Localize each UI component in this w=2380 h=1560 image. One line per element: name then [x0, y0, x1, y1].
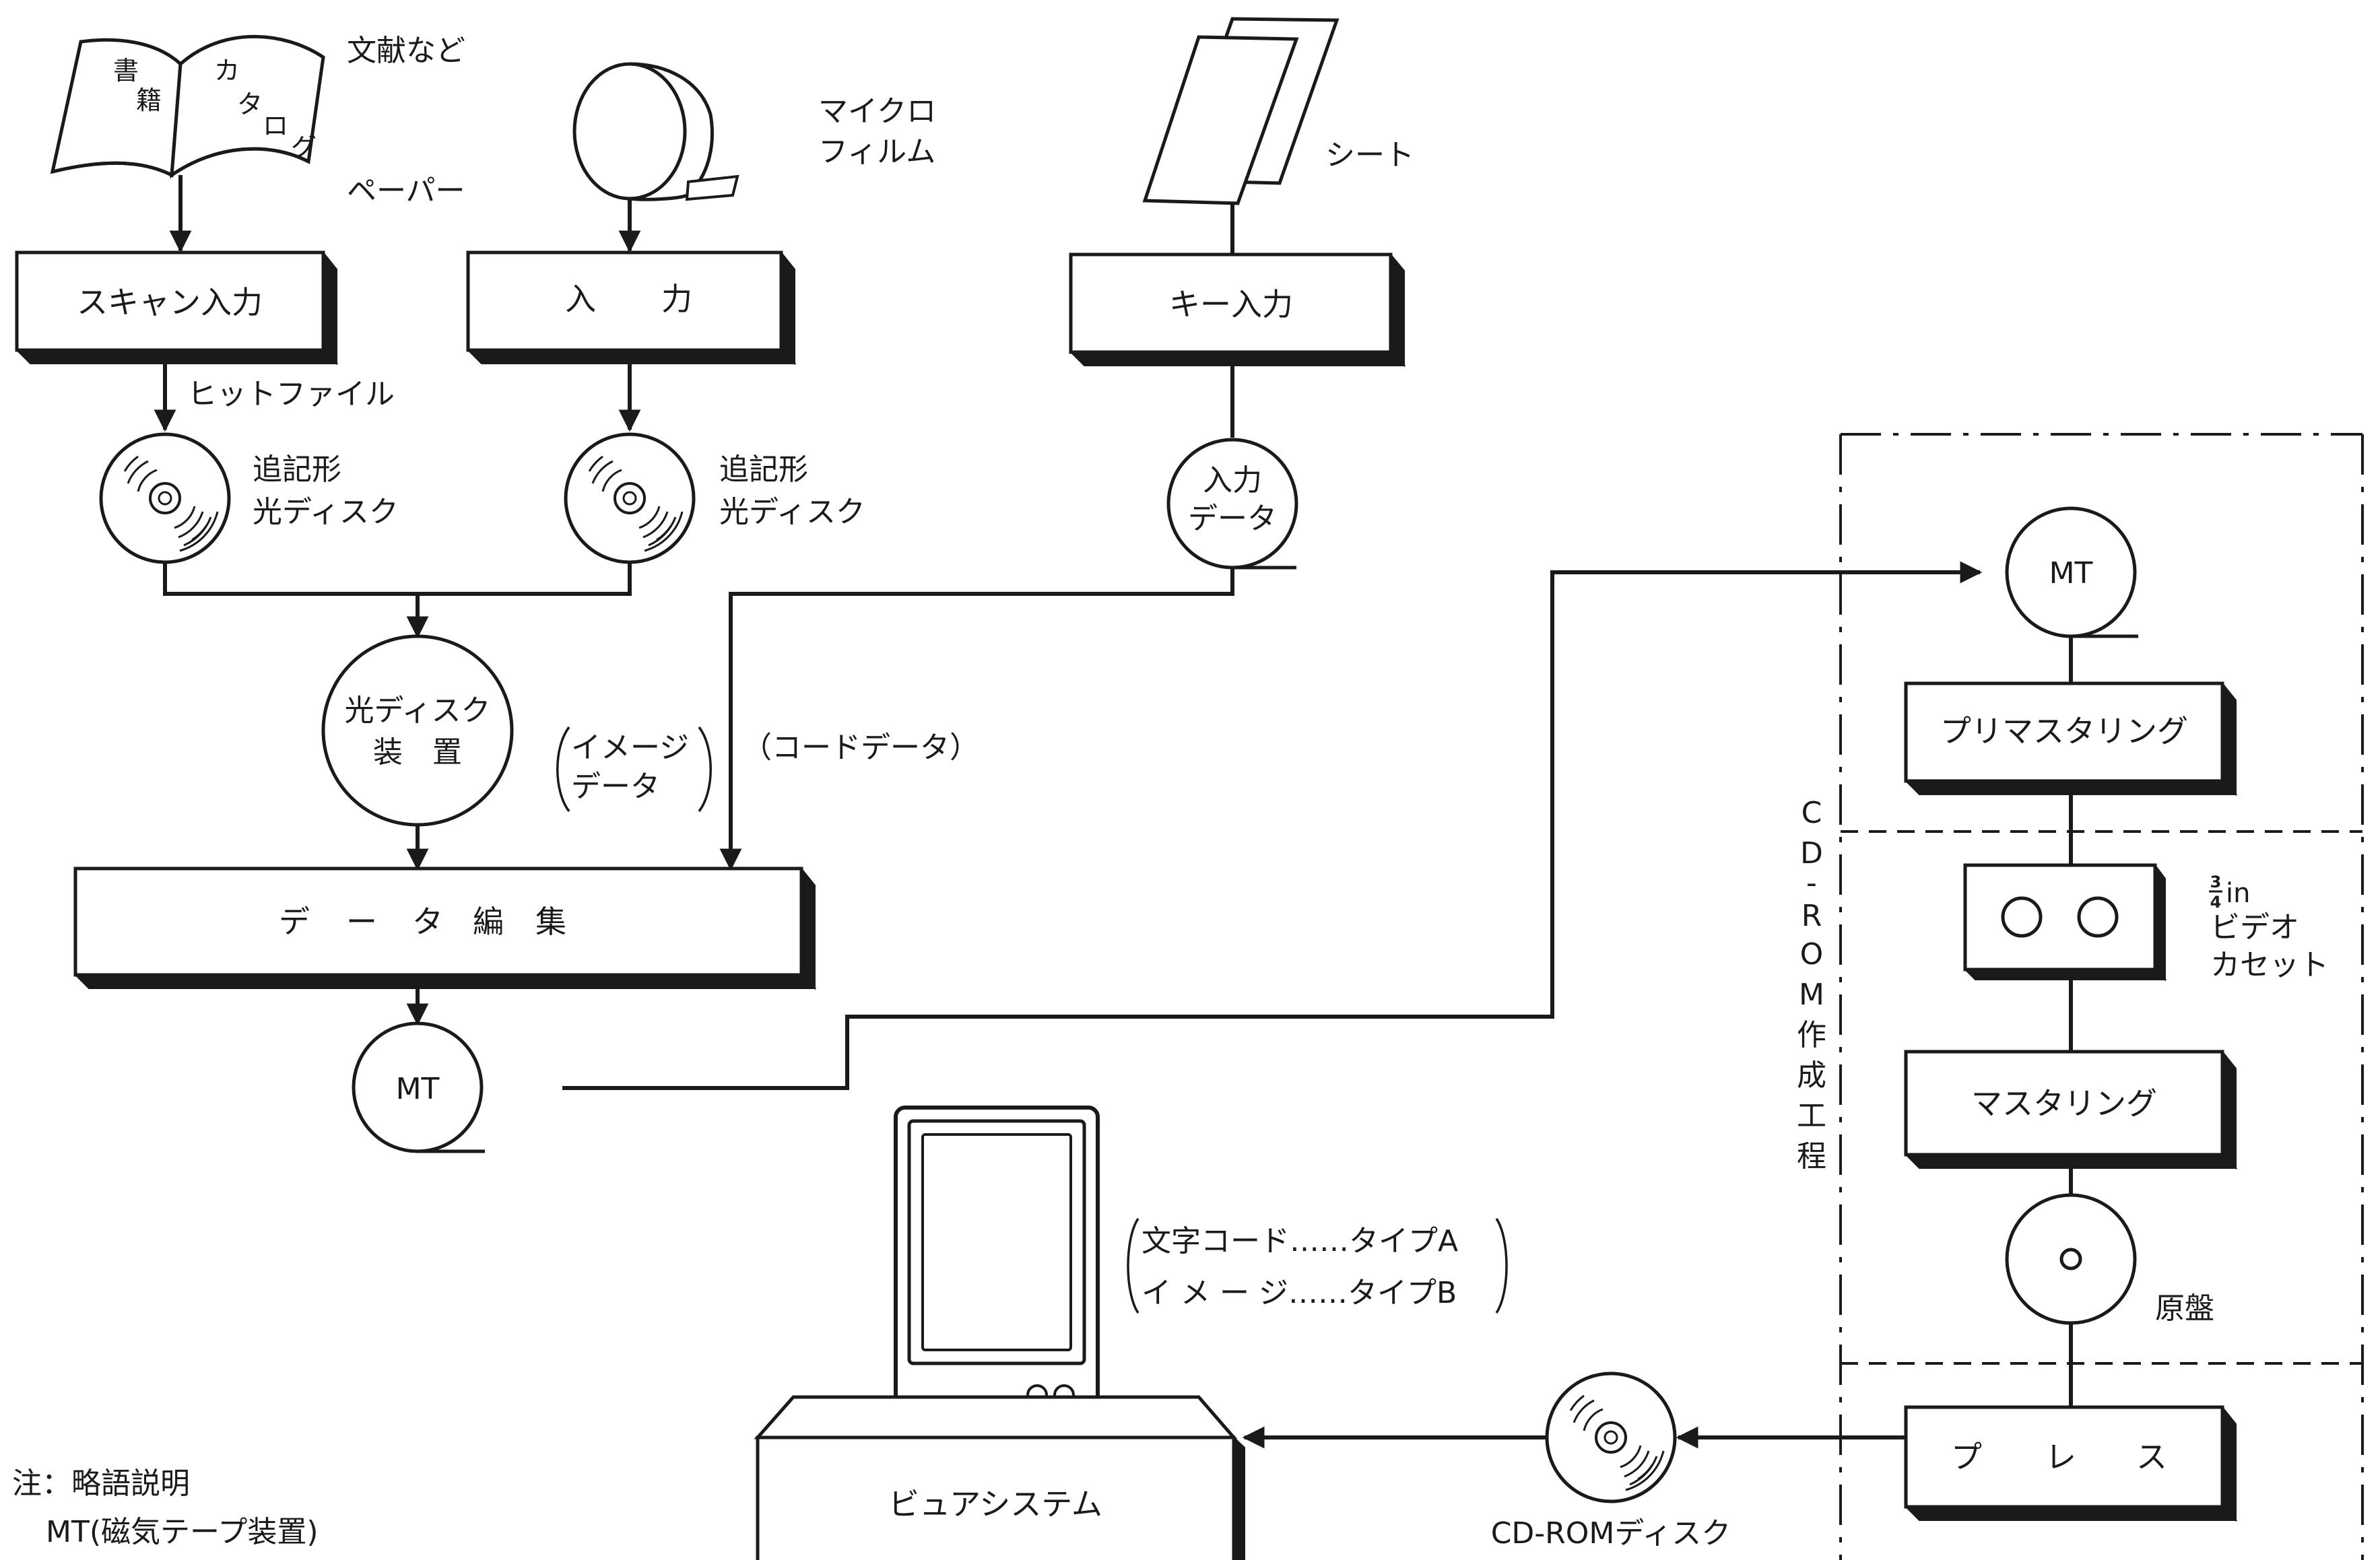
input-box: 入 力 [468, 252, 795, 364]
section-title-char-6: M [1799, 978, 1824, 1012]
data-edit-char-2: ー [346, 904, 377, 940]
video-fraction-denominator: 4 [2210, 893, 2222, 912]
book-text-2: 籍 [136, 86, 162, 115]
key-input-box: キー入力 [1071, 255, 1404, 366]
data-edit-box: デ ー タ 編 集 [75, 869, 815, 988]
mt-node-left: MT [354, 1023, 485, 1151]
microfilm-label-1: マイクロ [818, 94, 936, 129]
mastering-box: マスタリング [1906, 1052, 2236, 1168]
input-data-label-2: データ [1188, 502, 1277, 536]
scan-input-box: スキャン入力 [17, 252, 337, 364]
cdrom-disc-label: CD-ROMディスク [1491, 1516, 1731, 1551]
video-fraction-numerator: 3 [2210, 873, 2222, 891]
section-title-char-7: 作 [1797, 1018, 1826, 1052]
video-cassette-label: 3 4 in ビデオ カセット [2209, 873, 2329, 982]
code-data-label: （コードデータ） [742, 731, 979, 765]
master-disc-label: 原盤 [2155, 1291, 2214, 1326]
viewer-label: ビュアシステム [888, 1486, 1102, 1522]
section-title-char-9: 工 [1797, 1099, 1826, 1133]
catalog-char-3: ロ [263, 111, 288, 141]
paper-label-bottom: ペーパー [347, 174, 465, 208]
input-char-1: 入 [565, 281, 596, 317]
press-char-2: レ [2045, 1439, 2076, 1475]
press-box: プ レ ス [1906, 1407, 2236, 1520]
data-edit-char-5: 集 [535, 904, 566, 940]
microfilm-icon [574, 64, 737, 199]
cdrom-disc-icon [1547, 1374, 1675, 1501]
book-text-1: 書 [113, 56, 139, 86]
video-label-1: ビデオ [2210, 910, 2299, 945]
premastering-box: プリマスタリング [1906, 683, 2236, 794]
viewer-system-box: ビュアシステム [758, 1397, 1245, 1560]
worm-disc-left-label-1: 追記形 [253, 452, 341, 487]
note-line-2: MT(磁気テープ装置) [46, 1515, 319, 1549]
input-data-label-1: 入力 [1203, 463, 1262, 498]
worm-disc-icon-left [101, 434, 229, 562]
worm-disc-icon-right [566, 434, 694, 562]
optical-device-label-2: 装 置 [373, 735, 462, 770]
worm-disc-right-label-2: 光ディスク [719, 495, 865, 529]
mastering-label: マスタリング [1971, 1085, 2157, 1122]
catalog-char-1: カ [214, 56, 240, 86]
data-edit-char-1: デ [279, 904, 310, 940]
key-input-label: キー入力 [1169, 286, 1293, 323]
input-data-node: 入力 データ [1168, 440, 1296, 568]
catalog-char-4: グ [291, 133, 317, 162]
input-char-2: 力 [661, 281, 692, 317]
data-edit-char-3: タ [412, 904, 443, 940]
image-data-label-1: イメージ [571, 731, 689, 765]
cdrom-process-title: C D - R O M 作 成 工 程 [1797, 796, 1826, 1174]
catalog-char-2: タ [237, 90, 263, 119]
master-disc-icon [2007, 1195, 2135, 1323]
image-data-label-2: データ [571, 770, 660, 804]
book-icon: 書 籍 カ タ ロ グ [53, 36, 323, 175]
section-title-char-8: 成 [1797, 1058, 1826, 1093]
section-title-char-10: 程 [1797, 1139, 1826, 1174]
section-title-char-5: O [1800, 937, 1824, 972]
section-title-char-4: R [1801, 899, 1822, 933]
viewer-type-line-1: 文字コード……タイプA [1142, 1224, 1458, 1258]
press-char-3: ス [2136, 1439, 2167, 1475]
hit-file-label: ヒットファイル [187, 377, 395, 411]
scan-input-label: スキャン入力 [77, 284, 263, 320]
worm-disc-right-label-1: 追記形 [719, 452, 808, 487]
mt-right-label: MT [2049, 556, 2093, 590]
note-line-1: 注：略語説明 [12, 1466, 190, 1501]
video-cassette-icon [1965, 865, 2165, 980]
section-title-char-1: C [1801, 796, 1822, 830]
premastering-label: プリマスタリング [1940, 713, 2188, 749]
sheet-label: シート [1325, 138, 1414, 172]
video-label-2: カセット [2210, 948, 2329, 982]
sheet-icon [1145, 19, 1337, 203]
paper-label-top: 文献など [347, 34, 465, 68]
data-edit-char-4: 編 [473, 904, 504, 940]
viewer-type-line-2: イ メ ー ジ……タイプB [1142, 1276, 1457, 1310]
mt-left-label: MT [396, 1072, 440, 1106]
press-char-1: プ [1951, 1439, 1982, 1475]
video-unit: in [2226, 878, 2250, 909]
optical-device-label-1: 光ディスク [345, 693, 491, 728]
microfilm-label-2: フィルム [818, 135, 935, 169]
section-title-char-3: - [1806, 866, 1817, 900]
worm-disc-left-label-2: 光ディスク [253, 495, 399, 529]
monitor-icon [888, 1108, 1106, 1437]
mt-node-right: MT [2007, 508, 2138, 636]
optical-disc-device-node: 光ディスク 装 置 [323, 636, 512, 825]
